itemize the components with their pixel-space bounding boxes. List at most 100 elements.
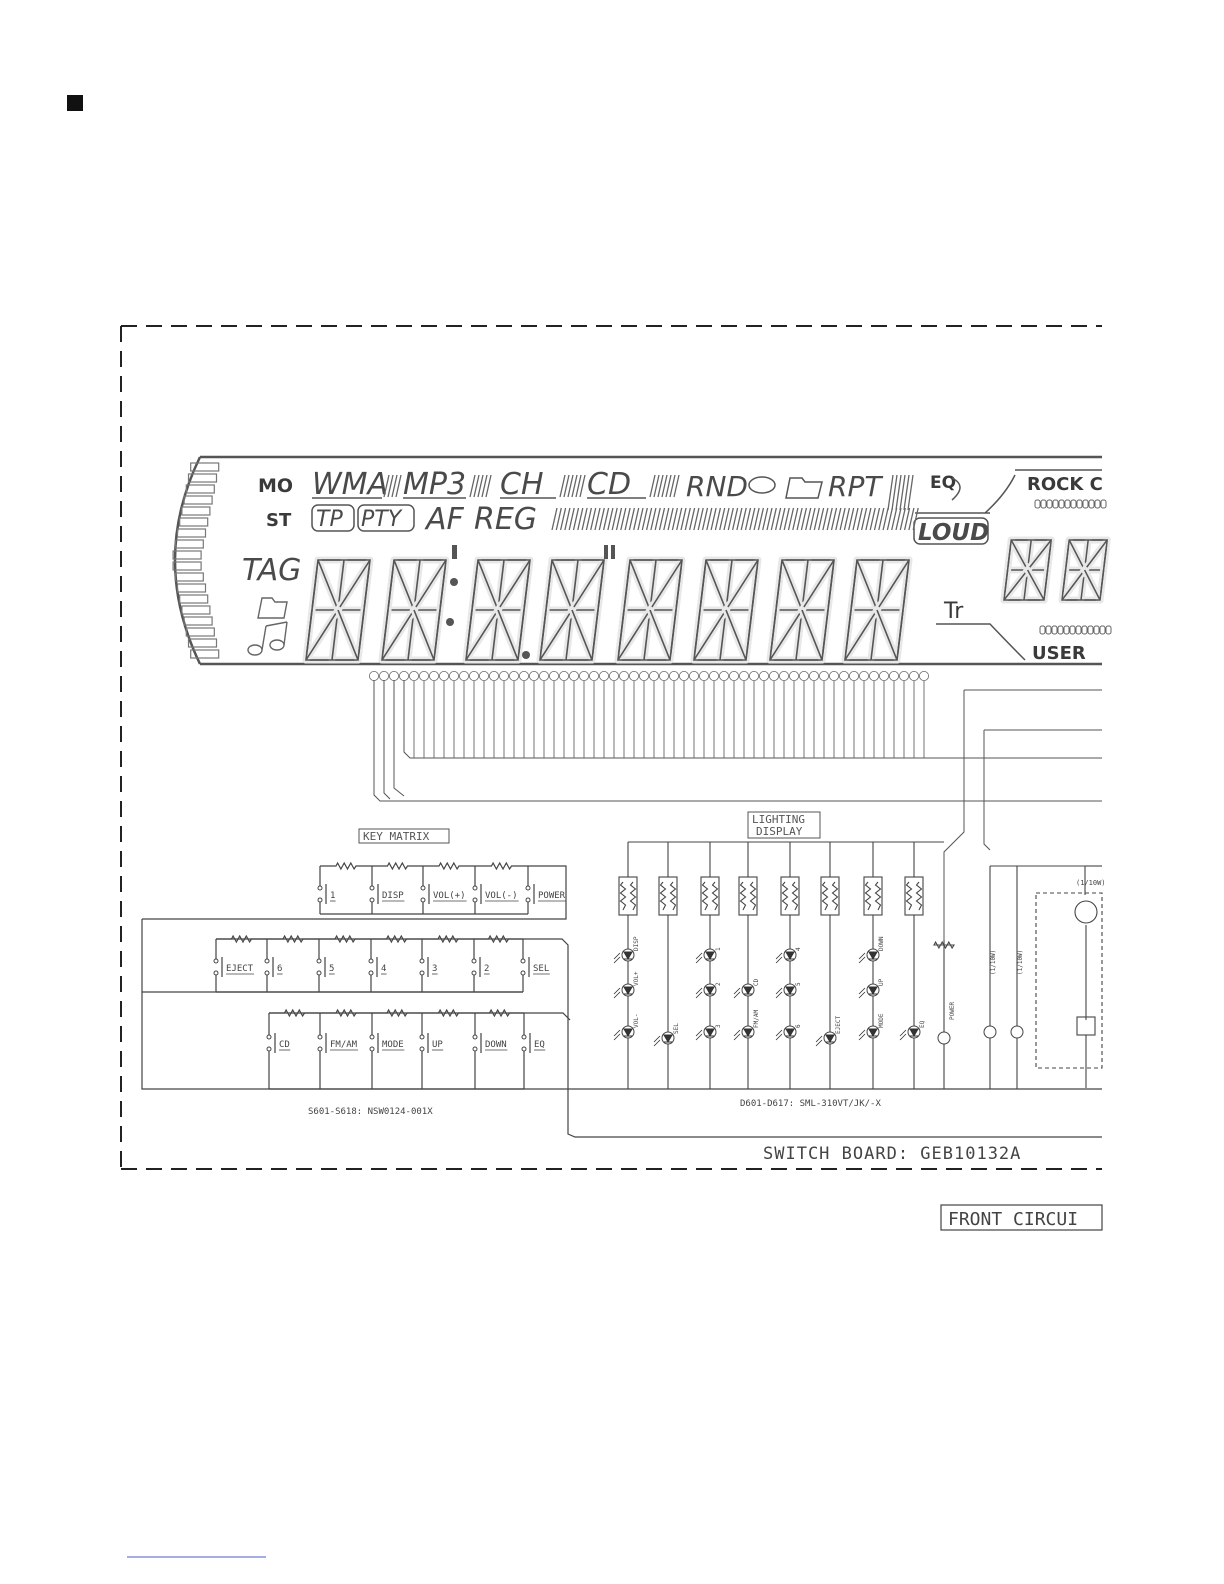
- digit-14seg: [378, 556, 450, 664]
- level-pill: [1069, 625, 1076, 635]
- hatch-segment: [869, 507, 876, 531]
- hatch-segment: [481, 474, 488, 498]
- hatch-segment: [822, 507, 829, 531]
- digit-segment: [381, 609, 415, 661]
- digit-segment: [876, 609, 898, 661]
- lcd-mo-label: MO: [258, 475, 293, 497]
- hatch-segment: [555, 507, 562, 531]
- switch-label: UP: [432, 1040, 443, 1050]
- digit-segment: [725, 559, 759, 611]
- digit-segment: [801, 559, 809, 611]
- bar-graph-segment: [190, 462, 220, 472]
- hatch-segment: [856, 507, 863, 531]
- hatch-segment: [611, 507, 618, 531]
- hatch-segment: [598, 507, 605, 531]
- hatch-segment: [878, 507, 885, 531]
- led-arrow: [858, 987, 866, 999]
- hatch-segment: [477, 474, 484, 498]
- digit-segment: [725, 559, 733, 611]
- bar-graph-segment: [176, 528, 207, 538]
- hatch-segment: [676, 507, 683, 531]
- hatch-segment: [602, 507, 610, 531]
- resistor-rating-label: (1/10W): [1017, 950, 1024, 975]
- bar-graph-segment: [185, 627, 215, 637]
- led: [983, 1025, 997, 1039]
- led-symbol: [623, 986, 633, 996]
- switch-contact: [368, 970, 374, 976]
- led-arrow: [815, 1035, 823, 1047]
- hatch-segment: [673, 474, 680, 498]
- switch-contact: [521, 1046, 527, 1052]
- hatch-segment: [395, 474, 402, 498]
- digit-segment: [539, 609, 573, 661]
- hatch-segment: [891, 507, 898, 531]
- digit-outline: [305, 559, 371, 661]
- bar-graph-segment: [187, 473, 218, 483]
- bar-graph-segment: [179, 517, 209, 527]
- lighting-display-label-2: DISPLAY: [756, 825, 803, 838]
- led-label: 4: [795, 947, 802, 951]
- lcd-pin: [809, 671, 820, 682]
- hatch-segment: [886, 507, 894, 531]
- led-arrow: [695, 952, 703, 964]
- hatch-segment: [628, 507, 636, 531]
- lcd-pin: [659, 671, 670, 682]
- hatch-segment: [800, 507, 808, 531]
- switch-board-label: SWITCH BOARD: GEB10132A: [763, 1144, 1021, 1164]
- hatch-segment: [665, 474, 672, 498]
- led-arrow: [733, 987, 741, 999]
- lcd-pin: [709, 671, 720, 682]
- digit-segment: [719, 609, 727, 661]
- lcd-rnd-label: RND: [686, 470, 748, 503]
- digit-segment: [413, 609, 435, 661]
- level-pill: [1088, 499, 1095, 509]
- hatch-segment: [895, 507, 902, 531]
- hatch-segment: [391, 474, 398, 498]
- digit-segment: [305, 609, 339, 661]
- hatch-segment: [817, 507, 825, 531]
- lcd-pin: [779, 671, 790, 682]
- led-arrow: [613, 987, 621, 999]
- hatch-segment: [774, 507, 782, 531]
- level-pill: [1051, 625, 1058, 635]
- bar-graph-segment: [172, 561, 202, 571]
- led-label: VOL-: [633, 1014, 640, 1028]
- led-symbol: [785, 986, 795, 996]
- lcd-pin: [739, 671, 750, 682]
- lcd-pin: [919, 671, 930, 682]
- lcd-pin: [889, 671, 900, 682]
- hatch-segment: [757, 507, 765, 531]
- lcd-tp-label: TP: [316, 507, 343, 532]
- lcd-rpt-label: RPT: [828, 470, 883, 503]
- folder-small-icon: [257, 597, 288, 619]
- switch-contact: [316, 970, 322, 976]
- hatch-segment: [895, 474, 902, 511]
- lcd-level-pills: [1034, 499, 1112, 635]
- switch-label: 5: [329, 964, 334, 974]
- hatch-segment: [843, 507, 851, 531]
- level-pill: [1039, 625, 1046, 635]
- lcd-pin: [619, 671, 630, 682]
- digit-segment: [551, 559, 573, 611]
- digit-segment: [571, 559, 579, 611]
- digit-outline: [539, 559, 605, 661]
- led-symbol: [623, 951, 633, 961]
- led-arrow: [775, 952, 783, 964]
- digit-segment: [337, 609, 359, 661]
- led-part-label: D601-D617: SML-310VT/JK/-X: [740, 1099, 881, 1109]
- lcd-pin-leads: [373, 680, 1102, 940]
- lcd-pin: [729, 671, 740, 682]
- hatch-segment: [899, 474, 906, 511]
- switch-contact: [472, 1034, 478, 1040]
- lcd-pin: [398, 671, 409, 682]
- resistor: [659, 881, 667, 911]
- bar-graph-segment: [183, 495, 213, 505]
- level-pill: [1093, 625, 1100, 635]
- led-label: 6: [795, 1024, 802, 1028]
- hatch-segment: [572, 507, 580, 531]
- hatch-segment: [624, 507, 631, 531]
- level-pill: [1105, 625, 1112, 635]
- bar-graph-segment: [185, 484, 215, 494]
- resistor-rating-label: (1/10W): [1076, 879, 1106, 887]
- switch-contact: [317, 1034, 323, 1040]
